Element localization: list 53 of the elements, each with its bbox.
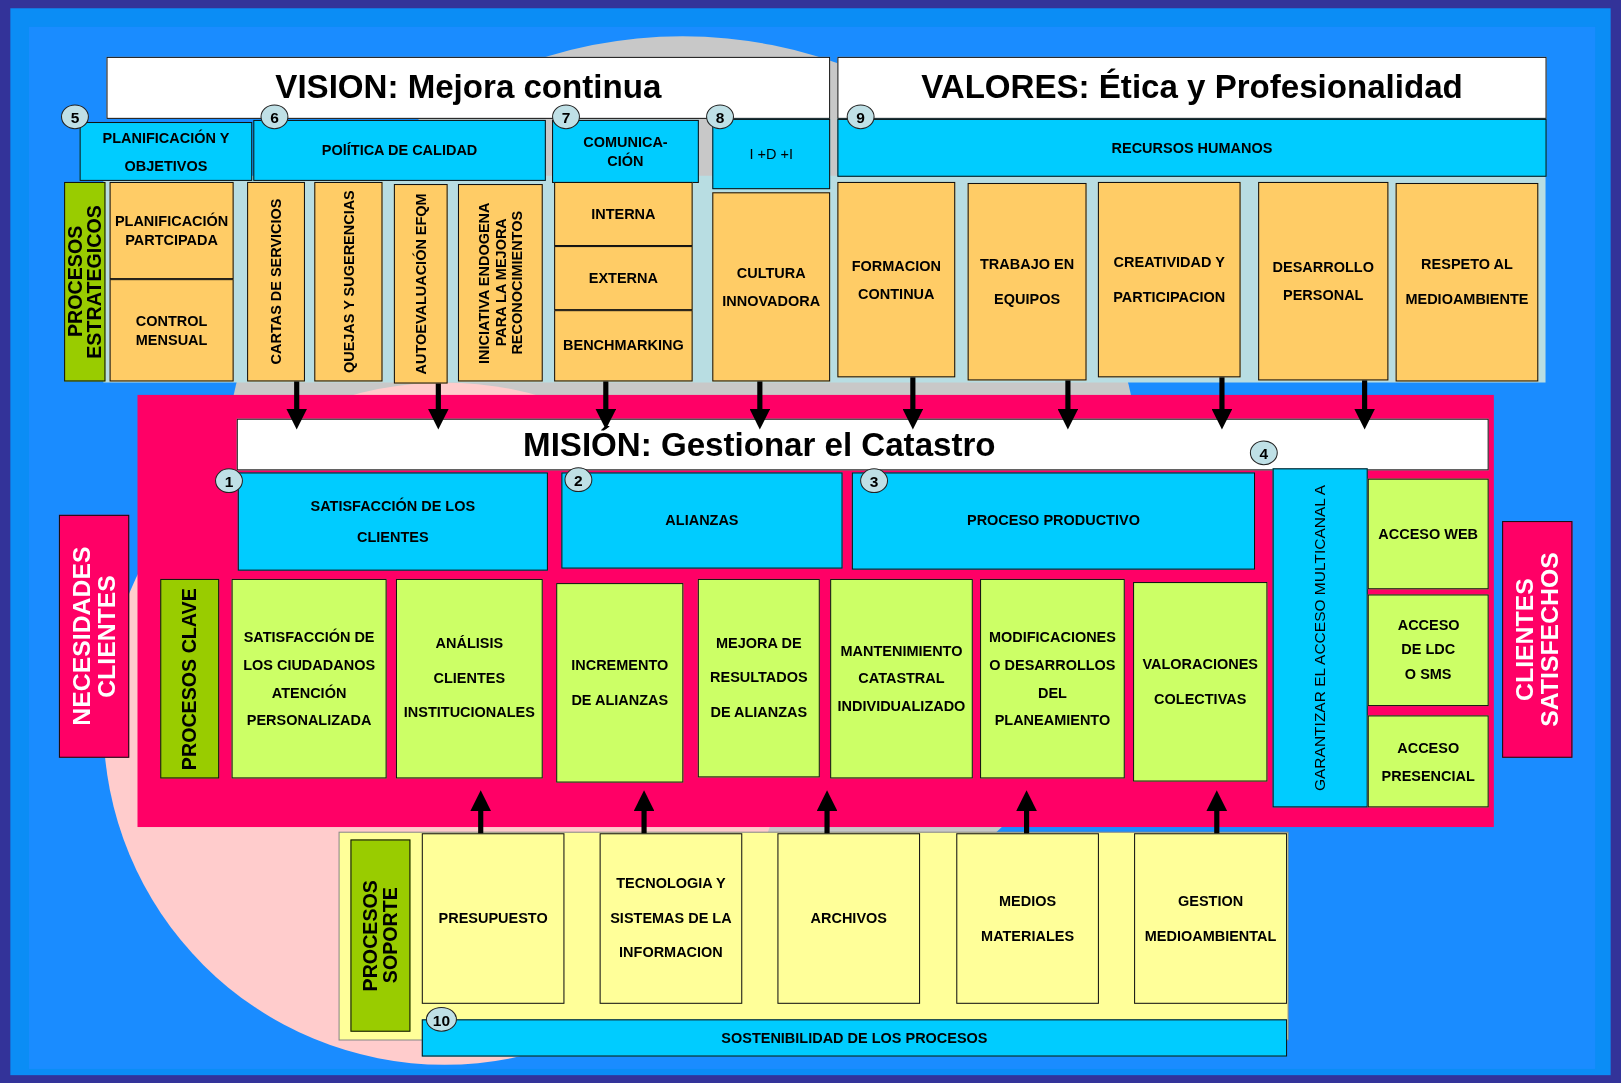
arrow (1211, 377, 1233, 430)
arrow (470, 790, 492, 834)
arrow (749, 381, 771, 430)
process-box: QUEJAS Y SUGERENCIAS (314, 181, 383, 382)
number-badge: 1 (215, 468, 243, 494)
category-header: PLANIFICACIÓN Y OBJETIVOS (79, 122, 253, 181)
process-group-label: PROCESOS ESTRATEGICOS (64, 181, 106, 382)
process-box: MANTENIMIENTO CATASTRAL INDIVIDUALIZADO (830, 578, 973, 779)
process-box: CREATIVIDAD Y PARTICIPACION (1097, 181, 1241, 378)
category-header: SATISFACCIÓN DE LOS CLIENTES (237, 472, 548, 571)
process-box: CONTROL MENSUAL (109, 279, 234, 382)
process-box: PLANIFICACIÓN PARTCIPADA (109, 181, 234, 280)
support-box: PRESUPUESTO (421, 833, 565, 1004)
process-box: VALORACIONES COLECTIVAS (1133, 582, 1268, 782)
arrow (816, 790, 838, 834)
process-box: BENCHMARKING (554, 310, 693, 382)
process-box: MEJORA DE RESULTADOS DE ALIANZAS (697, 578, 820, 778)
process-box: TRABAJO EN EQUIPOS (967, 183, 1087, 381)
process-box: CARTAS DE SERVICIOS (247, 181, 305, 382)
support-box: TECNOLOGIA Y SISTEMAS DE LA INFORMACION (599, 833, 743, 1004)
side-label-box: CLIENTES SATISFECHOS (1502, 521, 1573, 758)
arrow (595, 381, 617, 430)
arrow (902, 377, 924, 430)
access-box: ACCESO PRESENCIAL (1367, 715, 1489, 808)
process-box: INCREMENTO DE ALIANZAS (556, 583, 684, 783)
process-box: EXTERNA (554, 246, 693, 311)
access-box: ACCESO DE LDC O SMS (1367, 594, 1489, 707)
arrow (633, 790, 655, 834)
mission-panel: MISIÓN: Gestionar el Catastro 1 SATISFACCIÓN DE LOS CLIENTES 2 ALIANZAS 3 PROCESO PRODUCTIVO 4 PROCESOS CLAVE SATISFACCIÓN DE LOS CIUDADANOS ATENCIÓN PERSONALIZADA ANÁLISIS CLIENTES INSTITUCIONALES INCREMENTO DE ALIANZAS MEJORA DE RESULTADOS DE ALIANZAS MANTENIMIENTO CATASTRAL INDIVIDUALIZADO MODIFICACIONES O DESARROLLOS DEL PLANEAMIENTO VALORACIONES COLECTIVAS GARANTIZAR EL ACCESO MULTICANAL A ACCESO WEB ACCESO DE LDC O SMS ACCESO PRESENCIAL (137, 394, 1494, 828)
process-group-label: PROCESOS CLAVE (160, 578, 220, 779)
process-group-label: PROCESOS SOPORTE (350, 839, 411, 1032)
support-box: MEDIOS MATERIALES (956, 833, 1099, 1004)
process-box: INICIATIVA ENDOGENA PARA LA MEJORA RECONOCIMIENTOS (457, 184, 543, 382)
process-box: AUTOEVALUACIÓN EFQM (393, 184, 448, 384)
arrow (428, 383, 449, 430)
process-box: RESPETO AL MEDIOAMBIENTE (1395, 183, 1539, 382)
process-box: DESARROLLO PERSONAL (1258, 181, 1389, 381)
process-box: MODIFICACIONES O DESARROLLOS DEL PLANEAMIENTO (980, 578, 1125, 779)
process-box: INTERNA (554, 181, 693, 247)
side-label-box: NECESIDADES CLIENTES (58, 514, 130, 758)
support-box: GESTION MEDIOAMBIENTAL (1134, 833, 1288, 1004)
arrow (286, 381, 308, 430)
process-box: CULTURA INNOVADORA (712, 192, 831, 382)
arrow (1057, 380, 1079, 430)
support-box: ARCHIVOS (777, 833, 921, 1004)
arrow (1354, 380, 1375, 430)
arrow (1206, 790, 1228, 834)
arrow (1016, 790, 1037, 834)
channel-band: GARANTIZAR EL ACCESO MULTICANAL A (1272, 468, 1368, 808)
process-box: SATISFACCIÓN DE LOS CIUDADANOS ATENCIÓN PERSONALIZADA (231, 578, 387, 779)
access-box: ACCESO WEB (1367, 478, 1489, 590)
process-box: FORMACION CONTINUA (837, 181, 956, 378)
process-box: ANÁLISIS CLIENTES INSTITUCIONALES (395, 578, 543, 779)
